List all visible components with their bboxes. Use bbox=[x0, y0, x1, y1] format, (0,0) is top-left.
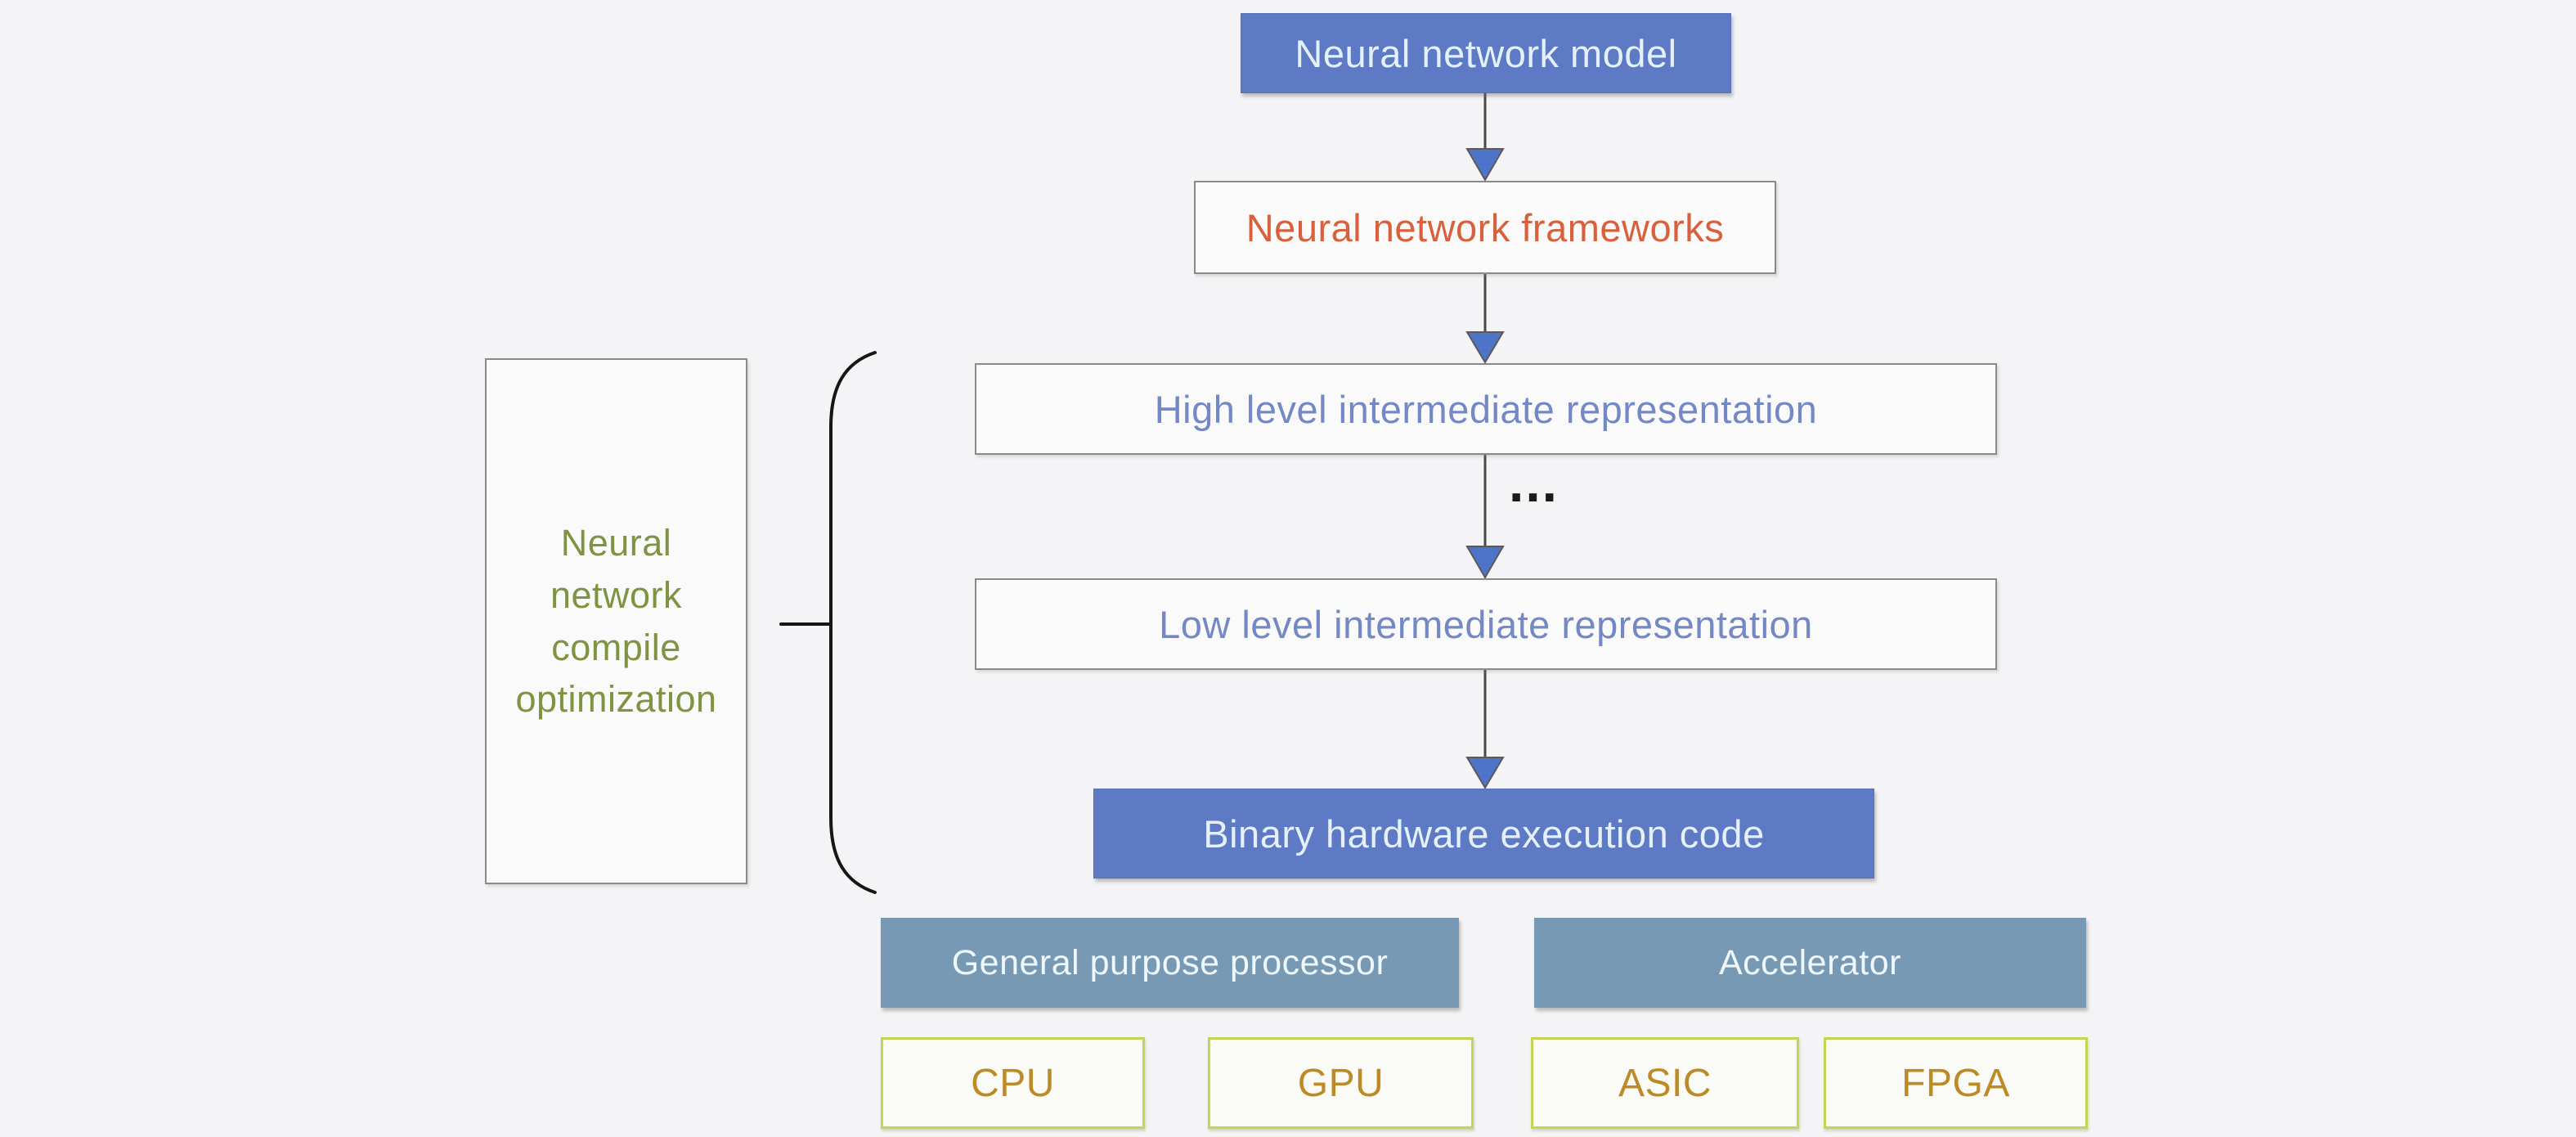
node-label: General purpose processor bbox=[951, 942, 1389, 982]
node-label: GPU bbox=[1297, 1061, 1384, 1105]
node-label: Neural network frameworks bbox=[1245, 205, 1725, 249]
node-high-level-ir: High level intermediate representation bbox=[975, 363, 1997, 455]
node-cpu: CPU bbox=[881, 1037, 1145, 1129]
node-label: FPGA bbox=[1901, 1061, 2010, 1105]
node-label: High level intermediate representation bbox=[1154, 387, 1818, 431]
node-neural-network-model: Neural network model bbox=[1241, 13, 1731, 93]
node-binary-hardware-execution-code: Binary hardware execution code bbox=[1093, 789, 1874, 879]
side-note-bracket bbox=[779, 351, 877, 894]
node-label: CPU bbox=[971, 1061, 1055, 1105]
node-accelerator: Accelerator bbox=[1534, 918, 2086, 1008]
node-label: Accelerator bbox=[1719, 942, 1901, 982]
arrowhead-lowir-binary bbox=[1465, 757, 1505, 789]
node-label: Neural network model bbox=[1295, 31, 1677, 75]
arrowhead-highir-lowir bbox=[1465, 546, 1505, 579]
node-neural-network-frameworks: Neural network frameworks bbox=[1194, 181, 1776, 274]
node-label: Low level intermediate representation bbox=[1159, 602, 1813, 646]
arrowhead-model-frameworks bbox=[1465, 148, 1505, 182]
node-fpga: FPGA bbox=[1824, 1037, 2088, 1129]
node-general-purpose-processor: General purpose processor bbox=[881, 918, 1459, 1008]
node-neural-network-compile-optimization: Neural network compile optimization bbox=[485, 358, 747, 884]
bracket-curve bbox=[829, 351, 877, 894]
node-label: Neural network compile optimization bbox=[515, 521, 717, 721]
node-label: Binary hardware execution code bbox=[1203, 811, 1765, 856]
node-low-level-ir: Low level intermediate representation bbox=[975, 578, 1997, 670]
arrowheads bbox=[1465, 148, 1505, 789]
node-asic: ASIC bbox=[1531, 1037, 1799, 1129]
ellipsis-between-ir-levels: ... bbox=[1509, 452, 1560, 513]
arrowhead-frameworks-highir bbox=[1465, 331, 1505, 364]
node-gpu: GPU bbox=[1208, 1037, 1474, 1129]
node-label: ASIC bbox=[1618, 1061, 1712, 1105]
